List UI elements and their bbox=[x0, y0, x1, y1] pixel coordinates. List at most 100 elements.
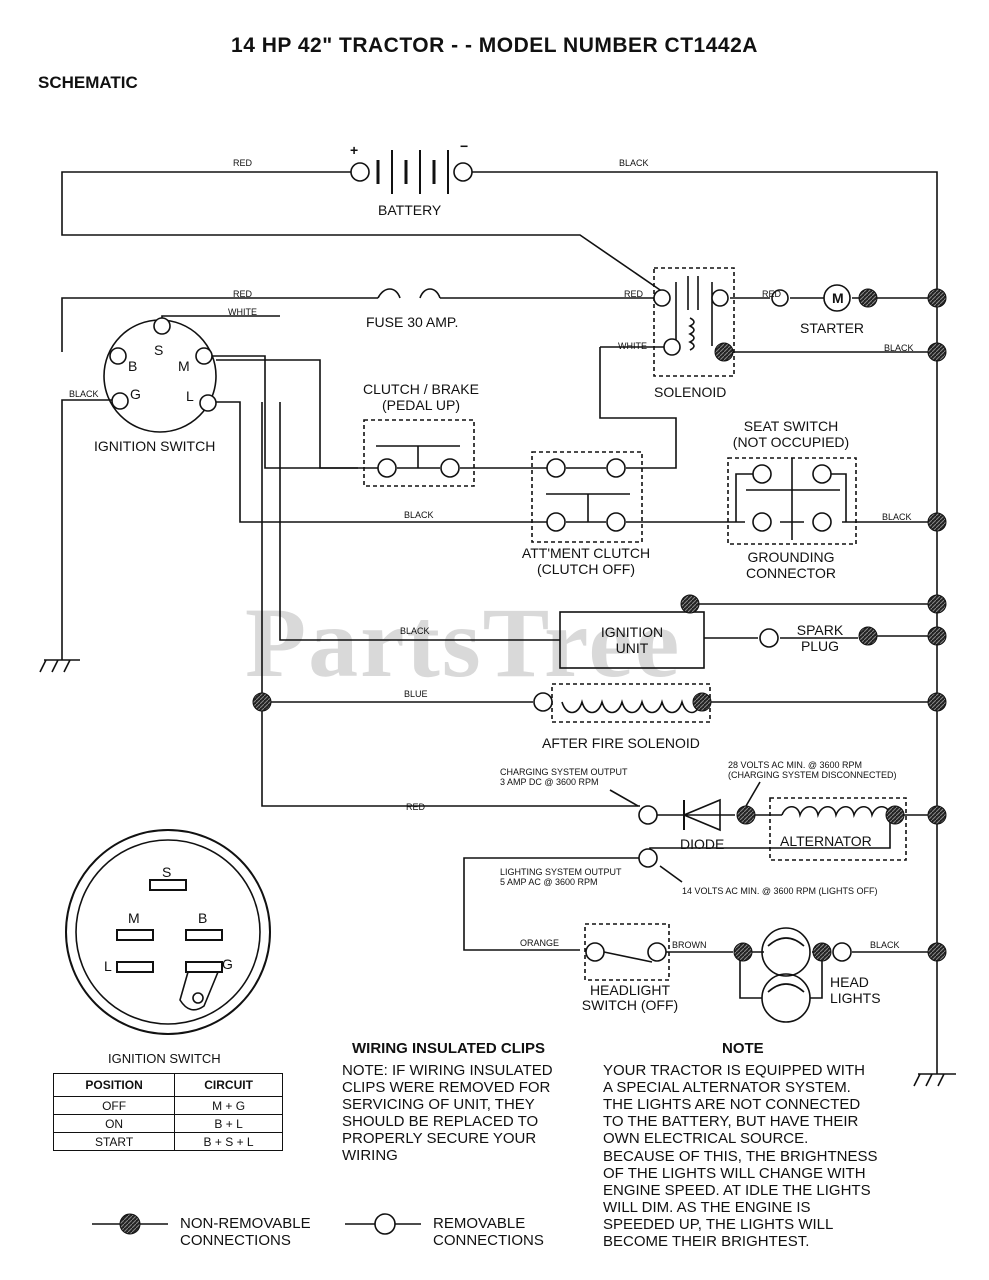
legend-removable-sub: CONNECTIONS bbox=[433, 1232, 544, 1249]
solenoid-label: SOLENOID bbox=[654, 384, 727, 400]
note-line: OWN ELECTRICAL SOURCE. bbox=[603, 1130, 809, 1147]
fuse-symbol bbox=[377, 288, 441, 299]
fuse-label: FUSE 30 AMP. bbox=[366, 314, 459, 330]
clips-note-line: NOTE: IF WIRING INSULATED bbox=[342, 1062, 553, 1079]
table-header: POSITION bbox=[52, 1073, 176, 1097]
clutch-brake-label: CLUTCH / BRAKE bbox=[363, 381, 479, 397]
face-terminal-l: L bbox=[104, 958, 112, 974]
removable-connectors bbox=[109, 162, 852, 1235]
grounding-connector-label: GROUNDING bbox=[747, 549, 835, 565]
non-removable-connectors bbox=[119, 288, 947, 1235]
clips-note-heading: WIRING INSULATED CLIPS bbox=[352, 1040, 546, 1057]
wire-label-black: BLACK bbox=[870, 940, 900, 950]
note-line: A SPECIAL ALTERNATOR SYSTEM. bbox=[603, 1079, 851, 1096]
spark-plug-label: SPARK bbox=[796, 622, 844, 638]
wire-label-red: RED bbox=[233, 158, 253, 168]
wire-label-blue: BLUE bbox=[404, 689, 428, 699]
starter-motor-symbol: M bbox=[832, 290, 844, 306]
table-cell: M + G bbox=[174, 1096, 283, 1115]
terminal-b: B bbox=[128, 358, 138, 374]
ignition-unit-label: IGNITION bbox=[600, 624, 664, 640]
volts-14-label: 14 VOLTS AC MIN. @ 3600 RPM (LIGHTS OFF) bbox=[682, 886, 878, 896]
note-line: ENGINE SPEED. AT IDLE THE LIGHTS bbox=[603, 1182, 871, 1199]
table-cell: OFF bbox=[52, 1096, 176, 1115]
terminal-s: S bbox=[154, 342, 164, 358]
ignition-switch-label: IGNITION SWITCH bbox=[94, 438, 216, 454]
diode-label: DIODE bbox=[680, 836, 725, 852]
charging-output-line1: CHARGING SYSTEM OUTPUT bbox=[500, 767, 628, 777]
charging-output-line2: 3 AMP DC @ 3600 RPM bbox=[500, 777, 599, 787]
clips-note-line: CLIPS WERE REMOVED FOR bbox=[342, 1079, 551, 1096]
note-line: THE LIGHTS ARE NOT CONNECTED bbox=[603, 1096, 861, 1113]
wire-label-black: BLACK bbox=[400, 626, 430, 636]
face-terminal-s: S bbox=[162, 864, 172, 880]
face-terminal-m: M bbox=[128, 910, 140, 926]
wire-red-battery bbox=[61, 171, 664, 293]
wire-label-white: WHITE bbox=[618, 341, 647, 351]
wire-label-black: BLACK bbox=[404, 510, 434, 520]
note-line: WILL DIM. AS THE ENGINE IS bbox=[603, 1199, 811, 1216]
headlight-switch-label: HEADLIGHT bbox=[589, 982, 671, 998]
battery-label: BATTERY bbox=[378, 202, 442, 218]
table-cell: ON bbox=[52, 1114, 176, 1133]
terminal-l: L bbox=[186, 388, 194, 404]
clips-note-line: SHOULD BE REPLACED TO bbox=[342, 1113, 539, 1130]
table-header: CIRCUIT bbox=[174, 1073, 283, 1097]
note-line: SPEEDED UP, THE LIGHTS WILL bbox=[603, 1216, 834, 1233]
wire-label-red: RED bbox=[762, 289, 782, 299]
wire-label-black: BLACK bbox=[69, 389, 99, 399]
clips-note-line: WIRING bbox=[342, 1147, 398, 1164]
wire-red-fuse bbox=[61, 297, 378, 352]
lighting-output-line1: LIGHTING SYSTEM OUTPUT bbox=[500, 867, 622, 877]
note-line: OF THE LIGHTS WILL CHANGE WITH bbox=[603, 1165, 866, 1182]
note-line: YOUR TRACTOR IS EQUIPPED WITH bbox=[603, 1062, 865, 1079]
ignition-table: POSITION CIRCUIT OFF M + G ON B + L STAR… bbox=[52, 1073, 283, 1151]
battery-negative: − bbox=[460, 138, 469, 154]
volts-28-line2: (CHARGING SYSTEM DISCONNECTED) bbox=[728, 770, 897, 780]
table-row: OFF M + G bbox=[52, 1096, 283, 1115]
legend-removable: REMOVABLE bbox=[433, 1215, 526, 1232]
page-subtitle: SCHEMATIC bbox=[38, 73, 138, 92]
clips-note-line: SERVICING OF UNIT, THEY bbox=[342, 1096, 535, 1113]
table-row: START B + S + L bbox=[52, 1132, 283, 1151]
starter-label: STARTER bbox=[800, 320, 865, 336]
alternator-label: ALTERNATOR bbox=[780, 833, 872, 849]
volts-28-line1: 28 VOLTS AC MIN. @ 3600 RPM bbox=[728, 760, 863, 770]
terminal-m: M bbox=[178, 358, 190, 374]
legend-non-removable-sub: CONNECTIONS bbox=[180, 1232, 291, 1249]
note-line: BECOME THEIR BRIGHTEST. bbox=[603, 1233, 810, 1250]
wire-label-black: BLACK bbox=[884, 343, 914, 353]
face-terminal-g: G bbox=[222, 956, 233, 972]
headlight-switch-sublabel: SWITCH (OFF) bbox=[581, 997, 679, 1013]
table-cell: START bbox=[52, 1132, 176, 1151]
spark-plug-sublabel: PLUG bbox=[800, 638, 840, 654]
wire-label-black: BLACK bbox=[619, 158, 649, 168]
table-row: ON B + L bbox=[52, 1114, 283, 1133]
face-terminal-b: B bbox=[198, 910, 208, 926]
wire-label-black: BLACK bbox=[882, 512, 912, 522]
clutch-brake-sublabel: (PEDAL UP) bbox=[381, 397, 461, 413]
ignition-unit-sublabel: UNIT bbox=[615, 640, 649, 656]
head-lights-label: HEAD bbox=[830, 974, 869, 990]
attment-clutch-sublabel: (CLUTCH OFF) bbox=[537, 561, 635, 577]
terminal-g: G bbox=[130, 386, 141, 402]
wire-label-red: RED bbox=[233, 289, 253, 299]
table-cell: B + S + L bbox=[174, 1132, 283, 1151]
lighting-output-line2: 5 AMP AC @ 3600 RPM bbox=[500, 877, 598, 887]
watermark: PartsTree bbox=[245, 587, 682, 698]
battery-positive: + bbox=[350, 142, 359, 158]
ignition-table-caption: IGNITION SWITCH bbox=[108, 1051, 221, 1066]
seat-switch-sublabel: (NOT OCCUPIED) bbox=[732, 434, 850, 450]
note-line: TO THE BATTERY, BUT HAVE THEIR bbox=[603, 1113, 859, 1130]
page-title: 14 HP 42" TRACTOR - - MODEL NUMBER CT144… bbox=[231, 34, 758, 57]
wire-label-orange: ORANGE bbox=[520, 938, 560, 948]
seat-switch-label: SEAT SWITCH bbox=[743, 418, 839, 434]
wire-label-white: WHITE bbox=[228, 307, 257, 317]
clips-note-line: PROPERLY SECURE YOUR bbox=[342, 1130, 537, 1147]
note-line: BECAUSE OF THIS, THE BRIGHTNESS bbox=[603, 1148, 878, 1165]
legend-non-removable: NON-REMOVABLE bbox=[180, 1215, 311, 1232]
grounding-connector-sublabel: CONNECTOR bbox=[746, 565, 836, 581]
note-heading: NOTE bbox=[722, 1040, 764, 1057]
head-lights-sublabel: LIGHTS bbox=[830, 990, 881, 1006]
wire-label-brown: BROWN bbox=[672, 940, 707, 950]
